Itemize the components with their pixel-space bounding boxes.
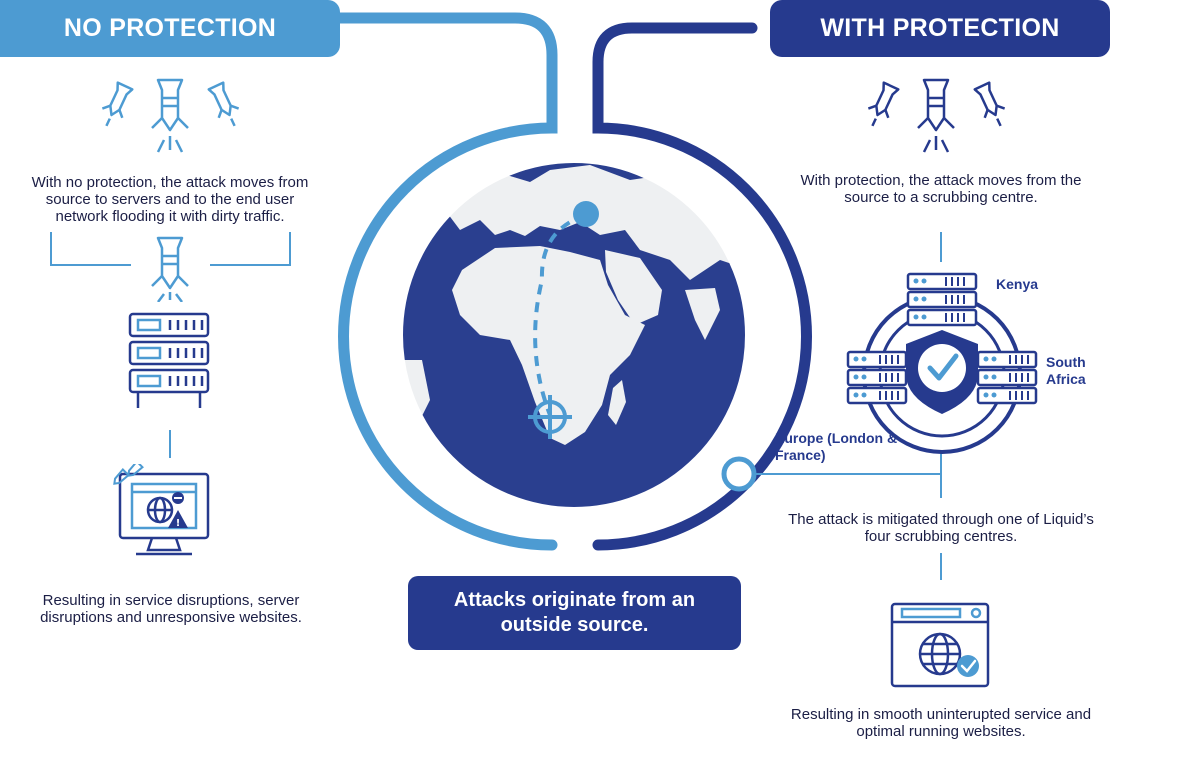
attack-origin-callout: Attacks originate from an outside source… [408, 576, 741, 650]
left-intro-text: With no protection, the attack moves fro… [31, 174, 309, 225]
attack-path [533, 213, 587, 416]
missile-icon [867, 78, 1006, 153]
scrubbing-centre-icon [846, 272, 1038, 454]
missile-icon [101, 78, 240, 153]
missile-icon [151, 236, 189, 302]
location-europe: Europe (London & France) [775, 430, 898, 463]
right-result-text: Resulting in smooth uninterupted service… [790, 706, 1092, 740]
no-protection-header: NO PROTECTION [0, 0, 340, 57]
left-connector-arc [324, 12, 558, 551]
globe-icon [401, 161, 747, 509]
server-rack-icon [128, 312, 210, 408]
europe-node [721, 456, 757, 492]
monitor-globe-icon: ! [113, 464, 210, 556]
left-bracket-line [50, 232, 291, 266]
right-connector-arc [592, 22, 812, 551]
location-kenya: Kenya [996, 276, 1039, 292]
right-intro-text: With protection, the attack moves from t… [800, 172, 1082, 206]
svg-text:!: ! [176, 518, 181, 529]
left-result-text: Resulting in service disruptions, server… [40, 592, 302, 626]
origin-dot [573, 201, 599, 227]
shield-check-icon [906, 330, 978, 414]
target-icon [528, 395, 572, 439]
location-south-africa: South Africa [1046, 354, 1086, 387]
right-mitigation-text: The attack is mitigated through one of L… [788, 511, 1094, 545]
with-protection-header: WITH PROTECTION [770, 0, 1110, 57]
browser-globe-icon [890, 602, 990, 688]
